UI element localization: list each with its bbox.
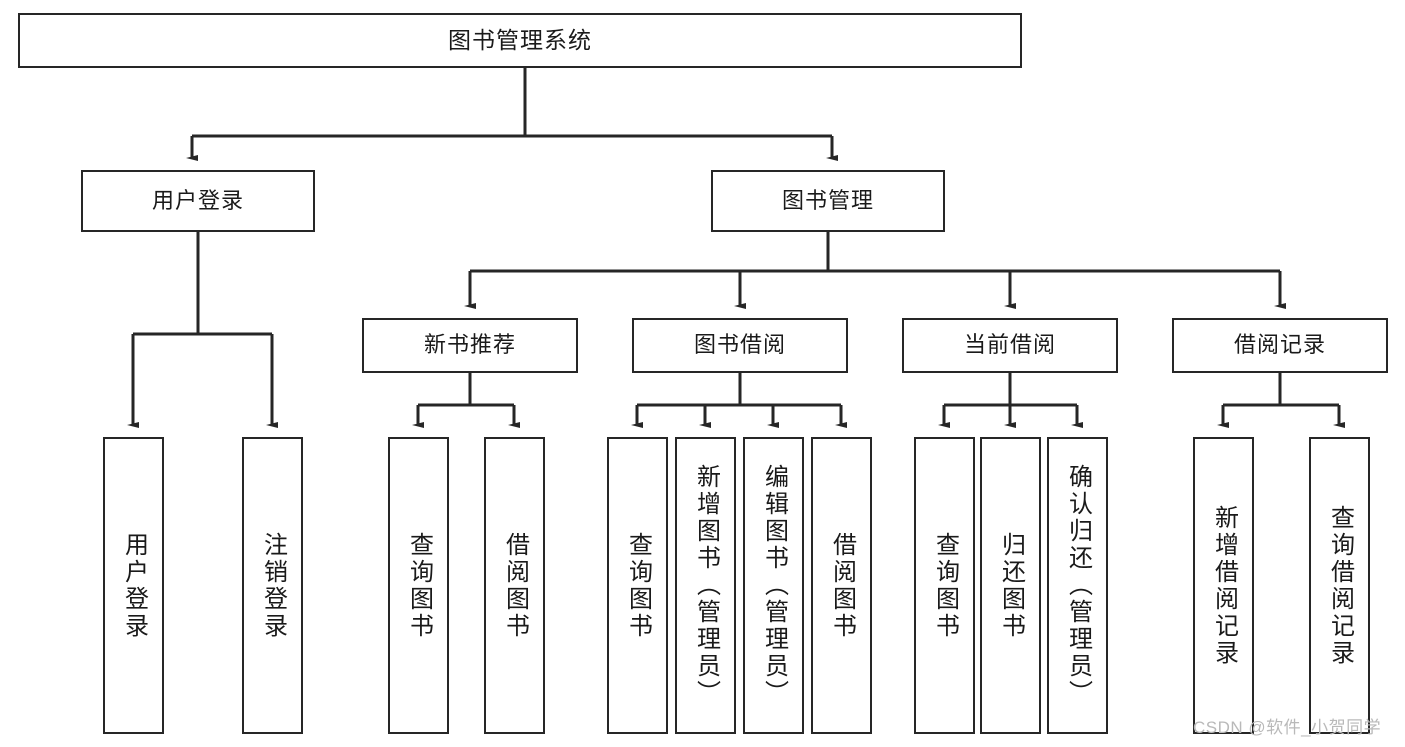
node-label: 注销登录 [259,531,287,640]
node-root-book-management-system[interactable]: 图书管理系统 [18,13,1022,68]
node-new-book-recommendation[interactable]: 新书推荐 [362,318,578,373]
node-label: 借阅记录 [1233,332,1326,358]
node-label: 用户登录 [120,531,148,640]
leaf-confirm-return-admin[interactable]: 确认归还（管理员） [1047,437,1108,734]
leaf-query-borrow-record[interactable]: 查询借阅记录 [1309,437,1370,734]
node-label: 用户登录 [151,187,244,213]
leaf-add-borrow-record[interactable]: 新增借阅记录 [1193,437,1254,734]
node-label: 编辑图书（管理员） [760,464,788,707]
node-book-management[interactable]: 图书管理 [711,170,945,232]
leaf-borrow-book[interactable]: 借阅图书 [811,437,872,734]
leaf-borrow-book-recommend[interactable]: 借阅图书 [484,437,545,734]
leaf-return-book[interactable]: 归还图书 [980,437,1041,734]
leaf-user-login[interactable]: 用户登录 [103,437,164,734]
leaf-add-book-admin[interactable]: 新增图书（管理员） [675,437,736,734]
node-label: 新书推荐 [423,332,516,358]
node-current-borrowing[interactable]: 当前借阅 [902,318,1118,373]
node-user-login[interactable]: 用户登录 [81,170,315,232]
node-label: 借阅图书 [828,531,856,640]
node-borrowing-records[interactable]: 借阅记录 [1172,318,1388,373]
node-label: 查询借阅记录 [1326,504,1354,667]
node-label: 图书借阅 [693,332,786,358]
node-label: 当前借阅 [963,332,1056,358]
node-book-borrowing[interactable]: 图书借阅 [632,318,848,373]
node-label: 确认归还（管理员） [1064,464,1092,707]
node-label: 图书管理 [781,187,874,213]
leaf-edit-book-admin[interactable]: 编辑图书（管理员） [743,437,804,734]
leaf-user-logout[interactable]: 注销登录 [242,437,303,734]
node-label: 新增借阅记录 [1210,504,1238,667]
leaf-query-book-current[interactable]: 查询图书 [914,437,975,734]
node-label: 图书管理系统 [448,26,592,53]
leaf-query-book-recommend[interactable]: 查询图书 [388,437,449,734]
leaf-query-book-borrow[interactable]: 查询图书 [607,437,668,734]
watermark: CSDN @软件_小贺同学 [1193,718,1382,737]
node-label: 归还图书 [997,531,1025,640]
node-label: 查询图书 [624,531,652,640]
node-label: 查询图书 [405,531,433,640]
node-label: 新增图书（管理员） [692,464,720,707]
node-label: 查询图书 [931,531,959,640]
node-label: 借阅图书 [501,531,529,640]
